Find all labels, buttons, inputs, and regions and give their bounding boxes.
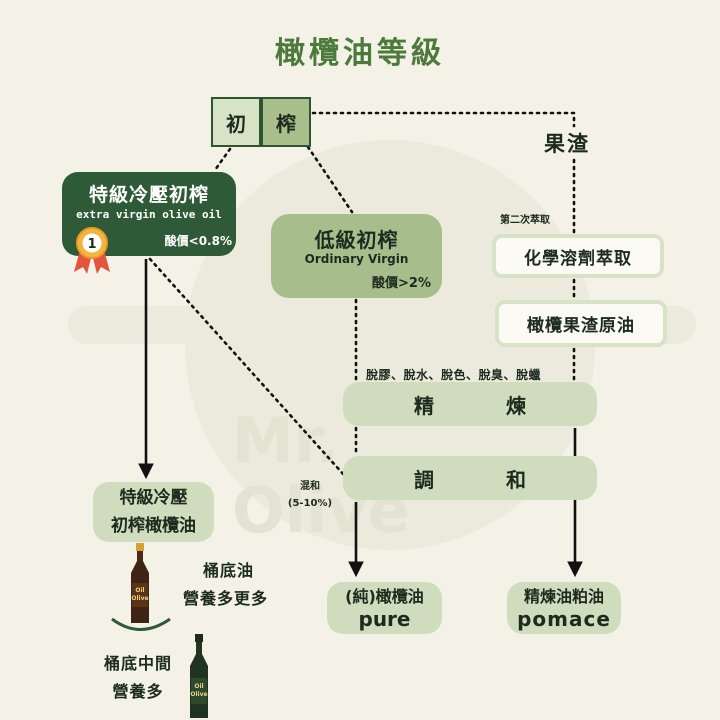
extra-virgin-acidity: 酸價<0.8% <box>132 232 232 249</box>
bottom-oil-note-line2: 營養多更多 <box>183 585 268 613</box>
medal-number: 1 <box>87 237 96 252</box>
refining-char-left: 精 <box>414 390 434 419</box>
first-press-puzzle-right: 榨 <box>261 97 311 147</box>
olive-oil-bottle-2: Oil Olive <box>187 634 211 718</box>
pomace-output-zh: 精煉油粕油 <box>524 586 604 608</box>
chemical-extraction-box: 化學溶劑萃取 <box>492 234 664 278</box>
bottle-1-label-line2: Olive <box>131 595 148 602</box>
evoo-output-line1: 特級冷壓 <box>120 484 188 512</box>
chemical-extraction-text: 化學溶劑萃取 <box>524 244 632 269</box>
pomace-label: 果渣 <box>544 128 590 158</box>
pure-output-box: (純)橄欖油 pure <box>327 582 442 634</box>
page-title: 橄欖油等級 <box>0 28 720 72</box>
refining-box: 精 煉 <box>343 382 597 426</box>
mix-note-ratio: (5-10%) <box>280 495 340 512</box>
first-press-puzzle-left: 初 <box>211 97 261 147</box>
ordinary-virgin-title: 低級初榨 <box>271 224 442 253</box>
bottle-2-label-line2: Olive <box>190 691 207 698</box>
olive-oil-bottle-1: Oil Olive <box>128 543 152 623</box>
pomace-crude-text: 橄欖果渣原油 <box>527 311 635 336</box>
connector-press-to-extra-virgin <box>215 149 230 170</box>
evoo-output-line2: 初榨橄欖油 <box>111 512 196 540</box>
pomace-output-en: pomace <box>517 608 611 630</box>
first-press-char-right: 榨 <box>276 108 296 137</box>
pomace-crude-box: 橄欖果渣原油 <box>495 300 667 347</box>
extra-virgin-subtitle: extra virgin olive oil <box>62 208 236 221</box>
blending-box: 調 和 <box>343 456 597 500</box>
pure-output-en: pure <box>359 608 411 630</box>
connector-press-to-ordinary <box>308 147 352 212</box>
bottle-2-label-line1: Oil <box>194 683 203 690</box>
middle-oil-note-line2: 營養多 <box>94 678 182 706</box>
refining-char-right: 煉 <box>506 390 526 419</box>
second-extraction-label: 第二次萃取 <box>500 211 550 226</box>
pure-output-zh: (純)橄欖油 <box>345 586 424 608</box>
medal-icon: 1 <box>70 226 114 276</box>
mix-note-label: 混和 <box>280 478 340 495</box>
middle-oil-note: 桶底中間 營養多 <box>94 650 182 706</box>
bottom-oil-note-line1: 桶底油 <box>183 557 268 585</box>
first-press-char-left: 初 <box>226 108 246 137</box>
blending-char-right: 和 <box>506 464 526 493</box>
bottle-1-label-line1: Oil <box>135 587 144 594</box>
blending-char-left: 調 <box>414 464 434 493</box>
middle-oil-note-line1: 桶底中間 <box>94 650 182 678</box>
ordinary-virgin-box: 低級初榨 Ordinary Virgin 酸價>2% <box>271 214 442 298</box>
bottom-oil-note: 桶底油 營養多更多 <box>183 557 268 613</box>
removal-steps: 脫膠、脫水、脫色、脫臭、脫蠟 <box>366 366 541 383</box>
ordinary-virgin-subtitle: Ordinary Virgin <box>271 252 442 266</box>
mix-note: 混和 (5-10%) <box>280 478 340 512</box>
connector-press-to-pomace <box>313 113 574 126</box>
pomace-output-box: 精煉油粕油 pomace <box>507 582 621 634</box>
extra-virgin-title: 特級冷壓初榨 <box>62 180 236 207</box>
evoo-output-box: 特級冷壓 初榨橄欖油 <box>93 482 214 542</box>
ordinary-virgin-acidity: 酸價>2% <box>311 272 431 291</box>
